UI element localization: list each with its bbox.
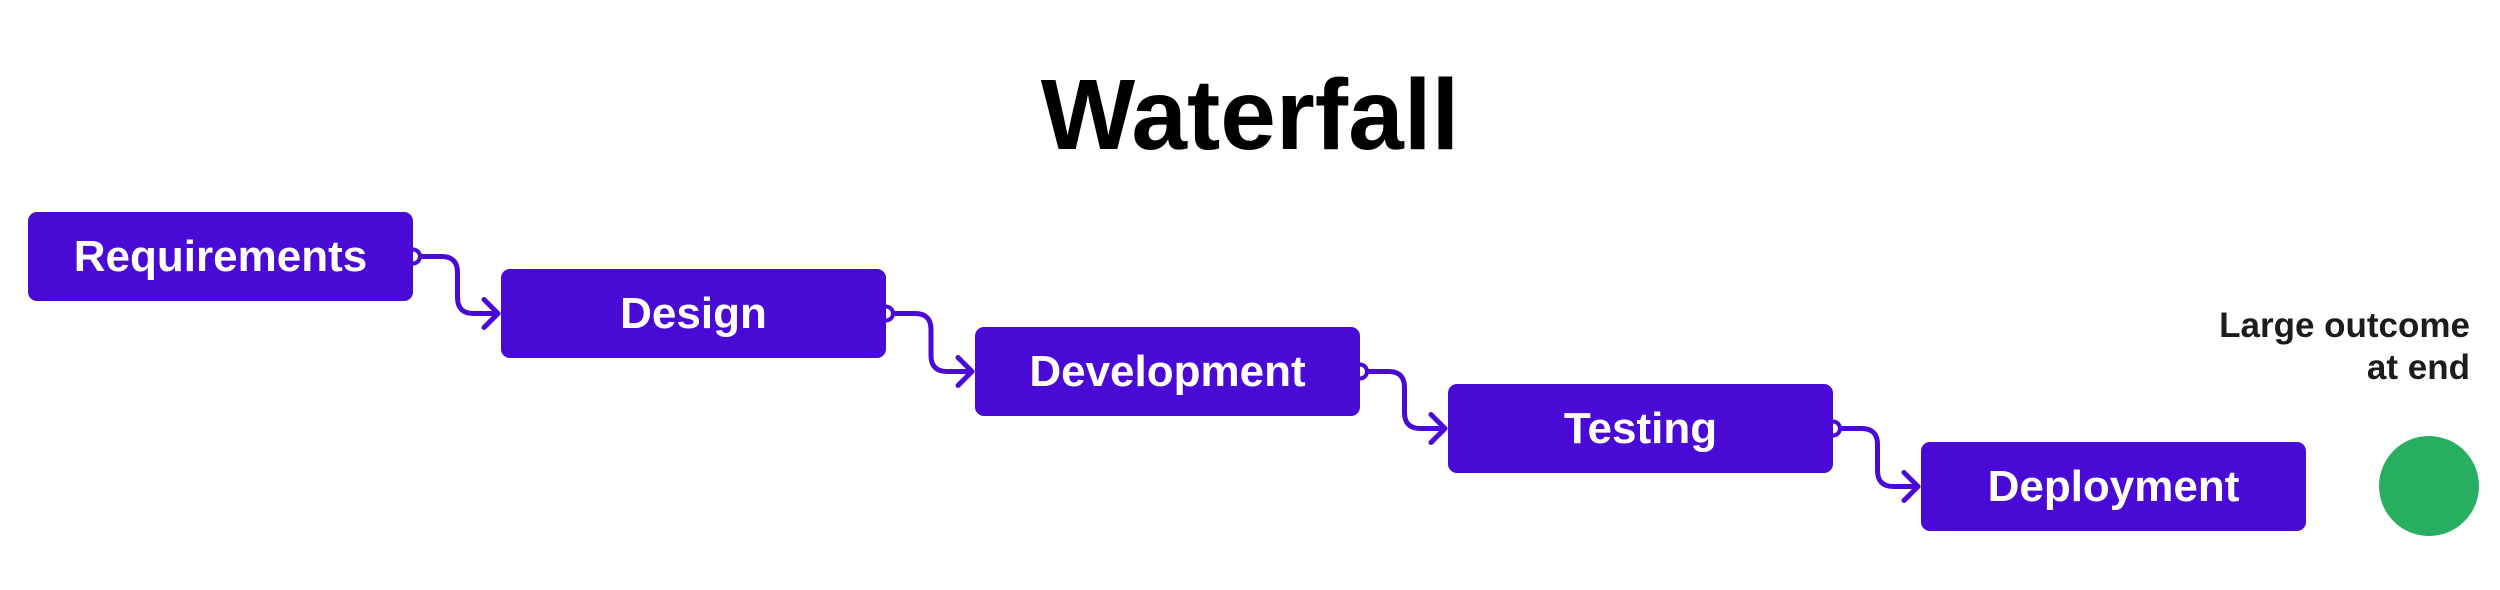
stage-development: Development	[975, 327, 1360, 416]
stage-deployment: Deployment	[1921, 442, 2306, 531]
connector-arrowhead	[1901, 470, 1921, 503]
connector-arrowhead	[1428, 412, 1448, 445]
connector-line	[1834, 426, 1921, 489]
outcome-label-line1: Large outcome	[2219, 306, 2470, 345]
outcome-label: Large outcome at end	[2060, 305, 2470, 389]
stage-testing: Testing	[1448, 384, 1833, 473]
stage-design: Design	[501, 269, 886, 358]
diagram-title: Waterfall	[1040, 59, 1460, 171]
connector-line	[414, 254, 501, 316]
outcome-label-line2: at end	[2366, 348, 2470, 387]
stage-requirements: Requirements	[28, 212, 413, 301]
connector-arrowhead	[955, 355, 975, 388]
connector-line	[887, 311, 975, 374]
connector-arrowhead	[481, 297, 501, 330]
outcome-dot	[2379, 436, 2479, 536]
connector-line	[1361, 369, 1448, 431]
